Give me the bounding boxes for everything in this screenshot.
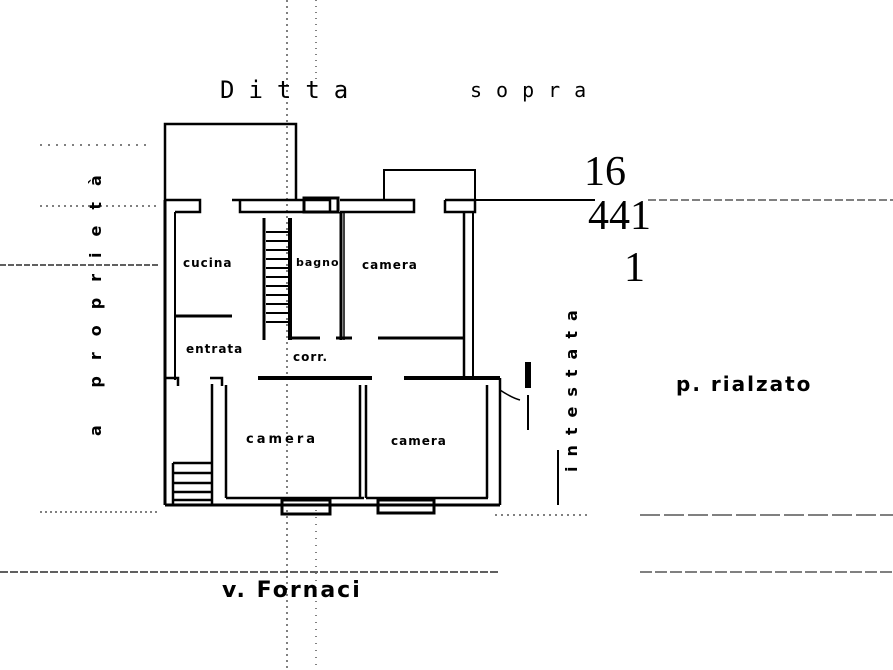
room-label-camera-right: camera xyxy=(391,434,447,448)
room-label-camera-top: camera xyxy=(362,258,418,272)
marker-icon xyxy=(525,362,531,388)
room-label-bagno: bagno xyxy=(296,256,340,269)
label-right-vertical: intestata xyxy=(562,300,581,472)
exterior-steps xyxy=(171,461,212,505)
cadastral-foglio: 16 xyxy=(584,149,626,195)
walls xyxy=(163,122,595,516)
cadastral-particella: 441 xyxy=(588,193,651,239)
label-ditta: Ditta xyxy=(220,76,363,104)
room-label-corridor: corr. xyxy=(293,350,329,364)
label-sopra: sopra xyxy=(470,78,601,102)
cadastral-subalterno: 1 xyxy=(624,245,645,291)
stairs xyxy=(266,231,289,323)
label-left-vertical: a proprietà xyxy=(86,159,105,436)
label-street: v. Fornaci xyxy=(222,578,362,603)
room-label-cucina: cucina xyxy=(183,256,233,270)
label-floor-level: p. rialzato xyxy=(676,372,813,396)
room-label-camera-left: camera xyxy=(246,432,319,447)
room-label-entrata: entrata xyxy=(186,342,244,356)
